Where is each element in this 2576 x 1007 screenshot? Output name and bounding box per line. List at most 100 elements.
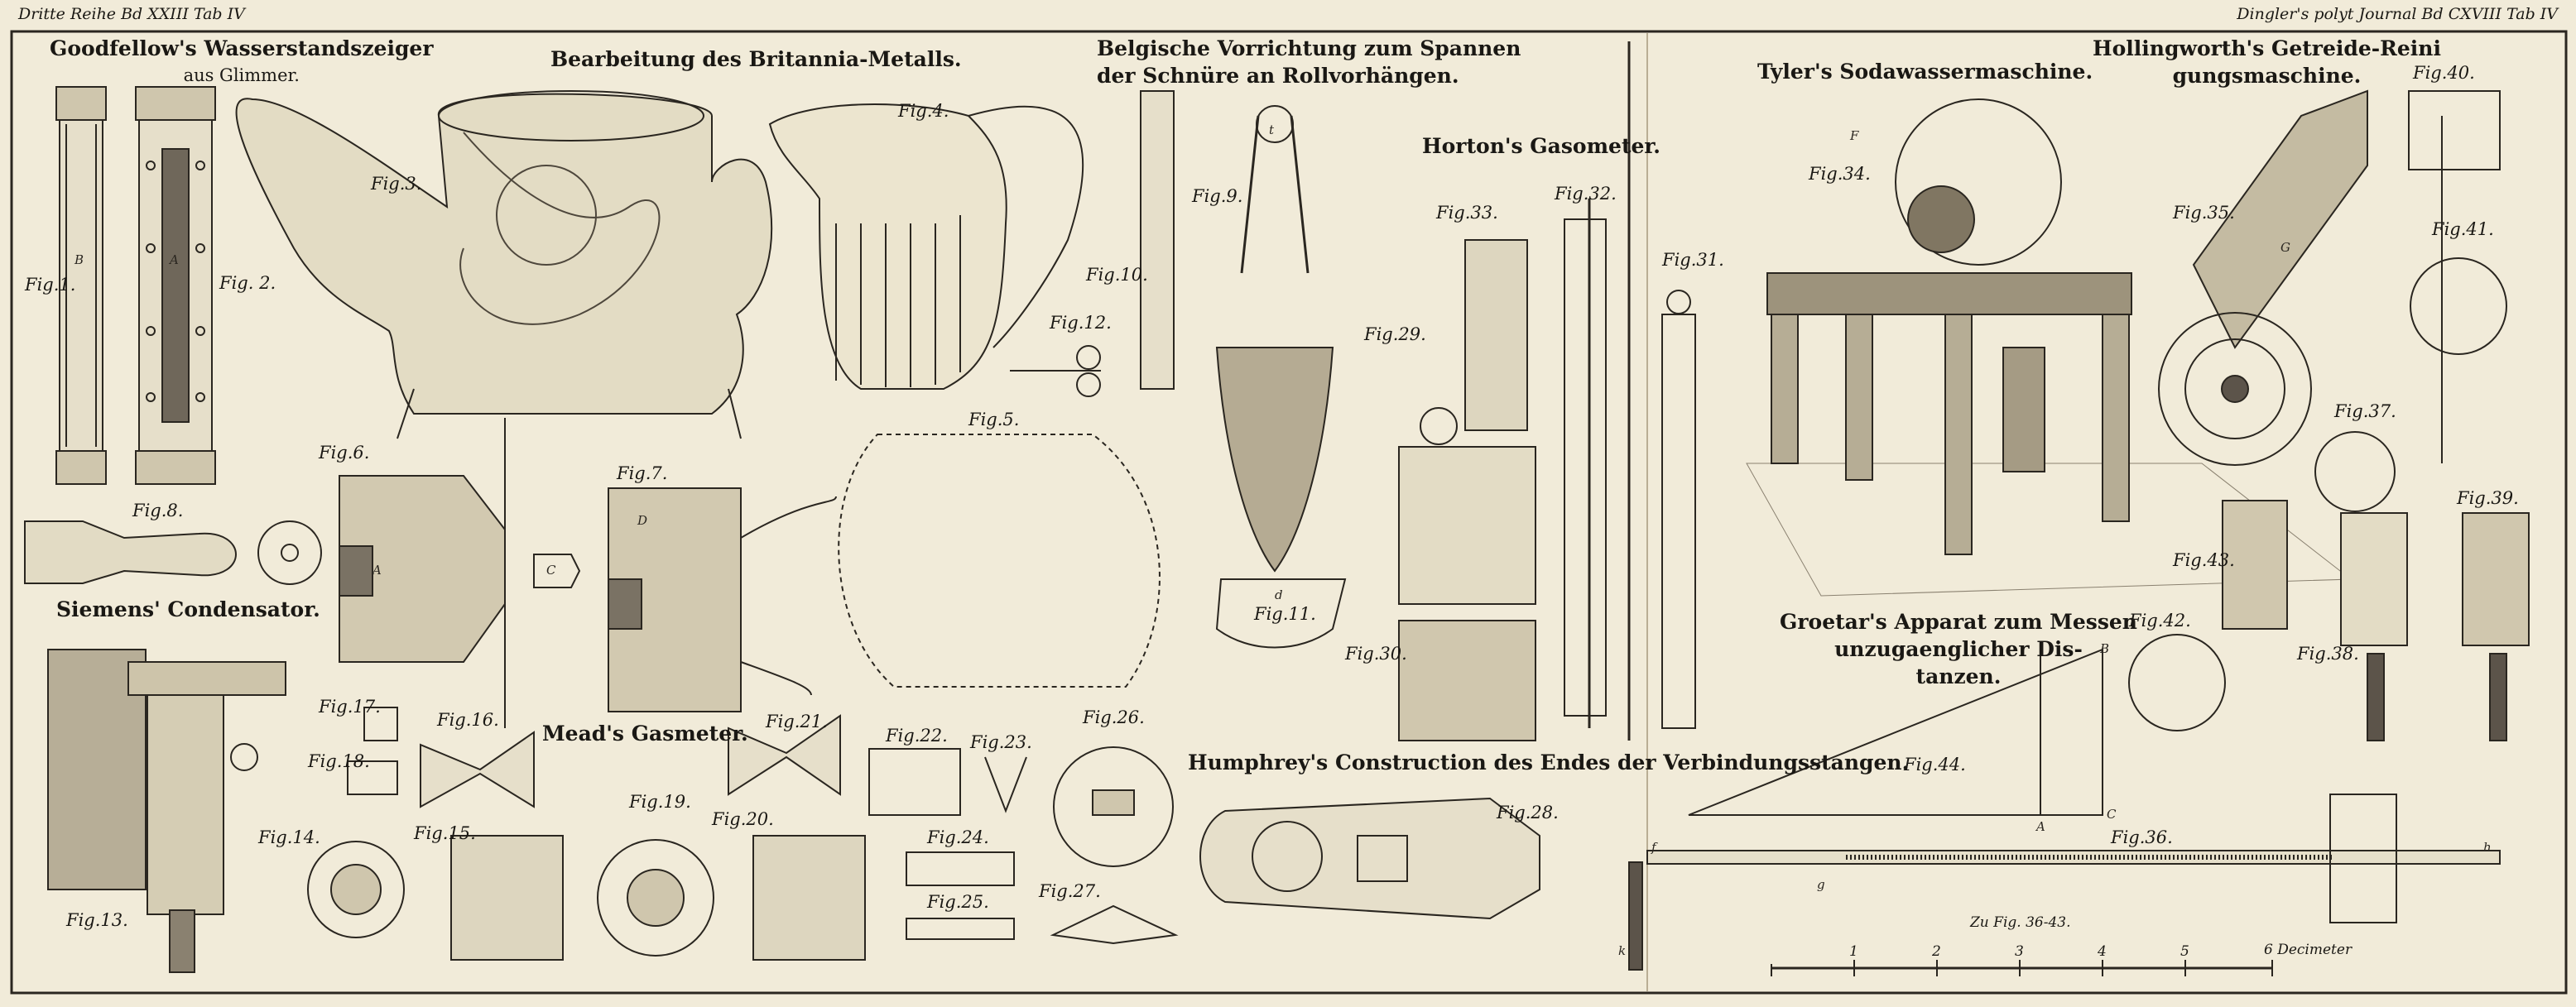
fig8-part: [24, 520, 322, 585]
fig-label-44: Fig.44.: [1904, 755, 1966, 774]
fig-label-36: Fig.36.: [2111, 827, 2173, 847]
fig-label-21: Fig.21.: [766, 712, 828, 731]
scale-tick-3: 3: [2015, 943, 2024, 960]
fig-label-8: Fig.8.: [132, 501, 184, 520]
title-horton: Horton's Gasometer.: [1422, 134, 1660, 158]
title-britannia: Bearbeitung des Britannia-Metalls.: [550, 47, 962, 71]
fig-label-26: Fig.26.: [1083, 707, 1145, 727]
water-gauge-tube-1: [55, 86, 107, 485]
fig-label-9: Fig.9.: [1192, 186, 1243, 206]
fig-label-25: Fig.25.: [927, 892, 989, 912]
fig-label-24: Fig.24.: [927, 827, 989, 847]
ref-letter-f34: F: [1850, 128, 1859, 143]
plate-border: [10, 30, 2568, 995]
title-hollingworth: Hollingworth's Getreide-Reini gungsmasch…: [2093, 35, 2441, 89]
ref-letter-c44: C: [2107, 807, 2117, 822]
water-gauge-tube-2: [135, 86, 216, 485]
fig-label-27: Fig.27.: [1039, 881, 1101, 901]
fig-label-34: Fig.34.: [1809, 164, 1871, 184]
title-hollingworth-line2: gungsmaschine.: [2172, 64, 2362, 88]
britannia-jug: [768, 103, 1084, 390]
title-tyler: Tyler's Sodawassermaschine.: [1757, 60, 2093, 84]
title-belgian: Belgische Vorrichtung zum Spannen der Sc…: [1097, 35, 1521, 89]
ref-letter-a44: A: [2036, 819, 2045, 834]
ref-letter-a: A: [170, 252, 179, 267]
mead-gasmeter-drawings: [307, 835, 866, 961]
fig-label-3: Fig.3.: [371, 174, 422, 194]
ref-letter-b44: B: [2100, 641, 2110, 656]
fig-label-10: Fig.10.: [1086, 265, 1148, 285]
title-belgian-line1: Belgische Vorrichtung zum Spannen: [1097, 36, 1521, 60]
fig-label-7: Fig.7.: [617, 463, 668, 483]
fig-label-28: Fig.28.: [1497, 803, 1559, 822]
fig-label-23: Fig.23.: [970, 732, 1032, 752]
scale-unit-label: 6 Decimeter: [2264, 942, 2353, 958]
ref-letter-d11: d: [1275, 587, 1283, 602]
ornate-teapot: [235, 90, 773, 439]
fig-label-42: Fig.42.: [2129, 611, 2191, 631]
fig-label-4: Fig.4.: [898, 101, 949, 121]
fig-label-30: Fig.30.: [1345, 644, 1407, 664]
ref-letter-a6: A: [372, 563, 382, 578]
fig-label-31: Fig.31.: [1662, 250, 1724, 270]
fig21-bowtie: [728, 714, 841, 796]
ref-letter-t9: t: [1269, 122, 1275, 137]
belgian-tassel: [1140, 90, 1347, 649]
title-groetar-line2: unzugaenglicher Dis-: [1834, 637, 2083, 661]
ref-letter-g36: g: [1817, 877, 1825, 892]
ref-letter-f36: f: [1651, 840, 1656, 855]
plate-header-left: Dritte Reihe Bd XXIII Tab IV: [18, 5, 245, 23]
title-goodfellow-line2: aus Glimmer.: [183, 65, 300, 85]
fig-label-16: Fig.16.: [437, 710, 499, 730]
title-humphrey: Humphrey's Construction des Endes der Ve…: [1188, 750, 1910, 774]
fig-label-18: Fig.18.: [308, 751, 370, 771]
title-groetar-line3: tanzen.: [1915, 664, 2002, 688]
scale-caption: Zu Fig. 36-43.: [1970, 914, 2071, 931]
fig-label-37: Fig.37.: [2334, 401, 2396, 421]
fig7-form: [608, 487, 837, 712]
plate-header-right: Dingler's polyt Journal Bd CXVIII Tab IV: [2237, 5, 2558, 23]
fig-label-14: Fig.14.: [258, 827, 320, 847]
fig-label-15: Fig.15.: [414, 823, 476, 843]
fig-label-19: Fig.19.: [629, 792, 691, 812]
mead-small-parts: [347, 707, 1027, 940]
fig-label-40: Fig.40.: [2413, 63, 2475, 83]
tyler-sodawater-machine: [1746, 98, 2353, 597]
fig12-clip: [1010, 345, 1101, 397]
siemens-condenser: [47, 649, 286, 973]
fig-label-13: Fig.13.: [66, 910, 128, 930]
fig44-triangle: [1688, 648, 2103, 816]
title-hollingworth-line1: Hollingworth's Getreide-Reini: [2093, 36, 2441, 60]
scale-tick-1: 1: [1849, 943, 1858, 960]
fig-label-43: Fig.43.: [2173, 550, 2235, 570]
fig-label-35: Fig.35.: [2173, 203, 2235, 223]
fig-label-22: Fig.22.: [886, 726, 948, 746]
fig-label-29: Fig.29.: [1364, 324, 1426, 344]
fig-label-32: Fig.32.: [1555, 184, 1617, 204]
title-mead: Mead's Gasmeter.: [542, 722, 748, 746]
ref-letter-g35: G: [2280, 240, 2290, 255]
fig-label-11: Fig.11.: [1254, 604, 1316, 624]
ref-letter-h36: h: [2483, 840, 2492, 855]
fig16-bowtie: [420, 731, 535, 808]
fig-label-17: Fig.17.: [319, 697, 381, 717]
fig6-form: [339, 418, 581, 728]
scale-tick-5: 5: [2180, 943, 2189, 960]
fig-label-1: Fig.1.: [25, 275, 76, 295]
fig-label-38: Fig.38.: [2297, 644, 2359, 664]
title-goodfellow-line1: Goodfellow's Wasserstandszeiger: [50, 36, 434, 60]
fig26-dial: [1053, 746, 1174, 867]
fig-label-2: Fig. 2.: [219, 273, 276, 293]
title-groetar-line1: Groetar's Apparat zum Messen: [1780, 610, 2137, 634]
groetar-instrument-parts: [2128, 431, 2530, 741]
fig5-blank-outline: [838, 434, 1161, 688]
ref-letter-d7: D: [637, 513, 648, 528]
fig-label-6: Fig.6.: [319, 443, 370, 463]
fig-label-39: Fig.39.: [2457, 488, 2519, 508]
ref-letter-b: B: [74, 252, 84, 267]
ref-letter-c6: C: [546, 563, 556, 578]
fig-label-12: Fig.12.: [1050, 313, 1112, 333]
fig36-measuring-rod: [1628, 794, 2501, 971]
